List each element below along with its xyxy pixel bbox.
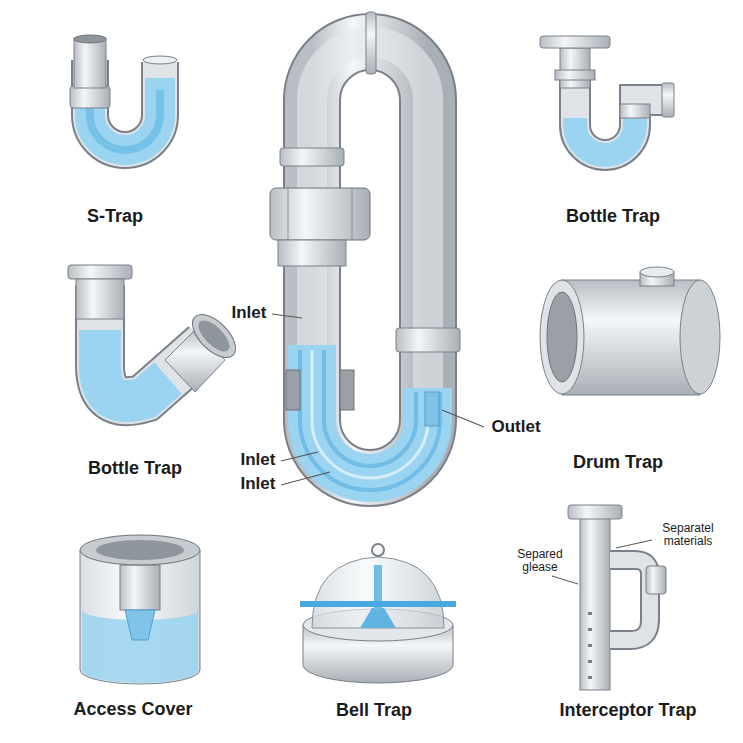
trap-label: Interceptor Trap [559,701,696,721]
drum-trap-figure [540,267,720,395]
part-label: Inlet [241,451,276,470]
part-label: Inlet [241,475,276,494]
trap-label: Access Cover [73,700,192,720]
s-trap-figure [70,35,177,150]
bottle-trap-figure [540,36,674,155]
trap-label: Bell Trap [336,701,412,721]
central-trap-figure [270,12,484,490]
trap-label: Bottle Trap [566,207,660,227]
part-label: Inlet [232,304,267,323]
trap-label: Drum Trap [573,453,663,473]
part-label: Outlet [491,418,540,437]
trap-label: Bottle Trap [88,459,182,479]
bell-trap-figure [300,544,456,683]
part-label: Separatel materials [656,522,720,548]
interceptor-trap-figure [552,505,666,690]
trap-label: S-Trap [87,207,143,227]
part-label: Separed glease [512,548,568,574]
bottle-trap-figure [68,265,243,401]
access-cover-figure [80,535,200,684]
